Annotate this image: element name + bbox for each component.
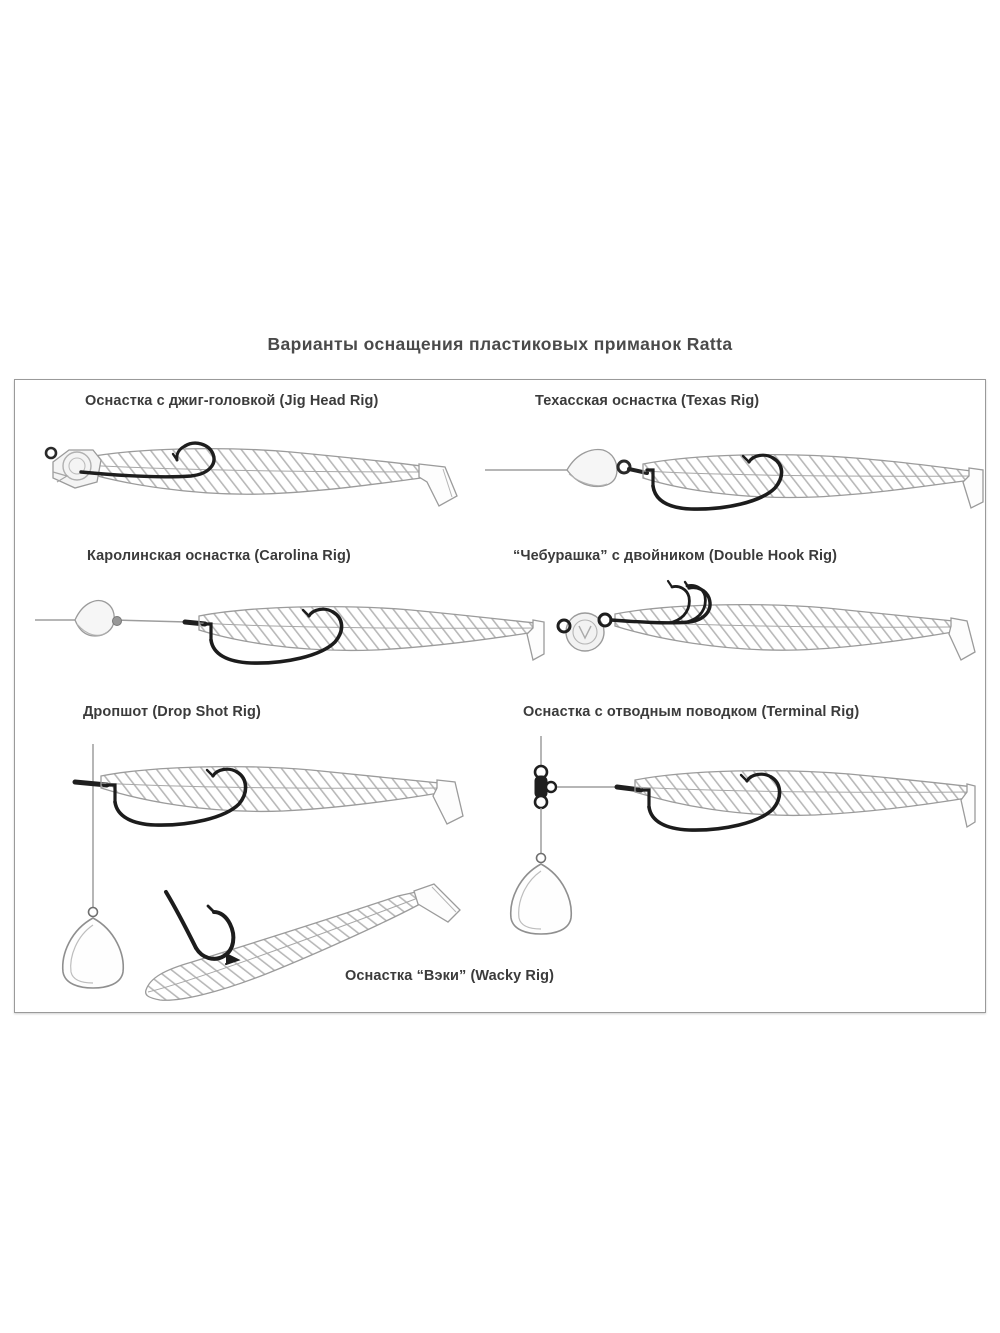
- teardrop-sinker: [509, 863, 573, 935]
- caption-drop-shot-rig: Дропшот (Drop Shot Rig): [83, 704, 261, 720]
- soft-plastic-body: [198, 605, 536, 652]
- sinker-swivel-ring: [535, 852, 547, 864]
- soft-plastic-body: [82, 447, 422, 495]
- weight-rear-ring: [597, 612, 613, 628]
- hook-eye-ring: [44, 446, 58, 460]
- paddle-tail: [418, 463, 458, 507]
- figure-texas-rig: [485, 422, 985, 532]
- caption-texas-rig: Техасская оснастка (Texas Rig): [535, 393, 760, 409]
- figure-double-hook-rig: [555, 576, 985, 686]
- soft-plastic-body: [634, 769, 974, 817]
- paddle-tail: [526, 619, 545, 661]
- figure-wacky-rig: [130, 870, 490, 1005]
- teardrop-sinker: [61, 917, 125, 989]
- wacky-hook: [164, 890, 241, 965]
- figure-drop-shot-rig: [35, 732, 495, 992]
- paddle-tail: [960, 783, 976, 829]
- offset-worm-hook: [203, 607, 344, 665]
- weight-front-ring: [556, 618, 572, 634]
- figure-terminal-rig: [505, 732, 976, 992]
- cheburashka-weight: [556, 612, 613, 652]
- soft-plastic-body: [642, 453, 972, 499]
- soft-plastic-body: [100, 765, 440, 813]
- paddle-tail: [962, 467, 984, 509]
- jig-head-weight: [52, 449, 102, 489]
- bead-stopper: [112, 616, 122, 626]
- caption-double-hook-rig: “Чебурашка” с двойником (Double Hook Rig…: [513, 548, 838, 564]
- leader-line: [112, 619, 188, 623]
- bullet-sinker: [74, 599, 115, 637]
- offset-worm-hook: [105, 767, 248, 827]
- page-title: Варианты оснащения пластиковых приманок …: [267, 334, 733, 354]
- caption-wacky-rig: Оснастка “Вэки” (Wacky Rig): [345, 968, 555, 984]
- open-jig-hook: [79, 441, 216, 479]
- double-hook: [609, 579, 712, 625]
- soft-plastic-body-angled: [144, 891, 421, 1001]
- bullet-sinker: [566, 448, 618, 488]
- caption-terminal-rig: Оснастка с отводным поводком (Terminal R…: [523, 704, 860, 720]
- offset-worm-hook: [645, 453, 784, 511]
- caption-carolina-rig: Каролинская оснастка (Carolina Rig): [87, 548, 351, 564]
- paddle-tail: [413, 883, 461, 923]
- figure-jig-head-rig: [23, 420, 483, 530]
- three-way-swivel: [533, 764, 558, 810]
- paddle-tail: [948, 617, 976, 661]
- sinker-swivel-ring: [87, 906, 99, 918]
- branch-ring: [544, 780, 558, 794]
- soft-plastic-body: [614, 603, 954, 651]
- rig-diagram-panel: Оснастка с джиг-головкой (Jig Head Rig): [14, 379, 986, 1013]
- connector-ring: [616, 459, 632, 475]
- paddle-tail: [432, 779, 464, 825]
- offset-worm-hook: [639, 772, 782, 832]
- caption-jig-head-rig: Оснастка с джиг-головкой (Jig Head Rig): [85, 393, 379, 409]
- figure-carolina-rig: [35, 576, 545, 686]
